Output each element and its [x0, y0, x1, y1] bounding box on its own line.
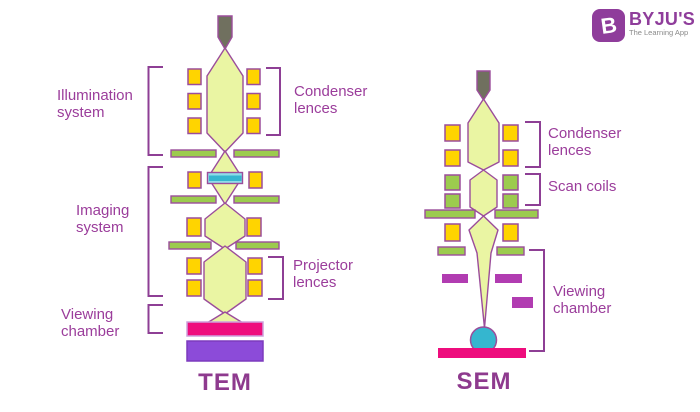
sem-stage: [438, 348, 526, 358]
sem-beam-condenser: [467, 98, 500, 171]
sem-electron-gun-icon: [476, 70, 491, 102]
tem-objective-coil: [187, 171, 202, 189]
tem-imaging-bracket: [147, 166, 163, 297]
sem-objective-coil: [502, 223, 519, 242]
tem-diagram: [147, 15, 284, 362]
tem-objective-coil: [248, 171, 263, 189]
tem-condenser-coil: [246, 92, 261, 110]
sem-scan-coil: [502, 174, 519, 191]
sem-condenser-coil: [502, 124, 519, 142]
sem-aperture-bar: [496, 246, 525, 256]
sem-condenser-bracket: [525, 121, 541, 168]
tem-condenser-coil: [187, 117, 202, 135]
tem-camera: [186, 340, 264, 362]
tem-imaging-system-label: Imaging system: [76, 202, 130, 236]
tem-projector-coil: [186, 279, 202, 297]
sem-scan-coils-label: Scan coils: [548, 178, 617, 195]
byjus-brand-name: BYJU'S: [629, 9, 696, 29]
sem-aperture-bar: [494, 209, 539, 219]
tem-condenser-bracket: [266, 67, 281, 136]
tem-projector-coil: [247, 279, 263, 297]
tem-aperture-bar: [170, 195, 217, 204]
tem-electron-gun-icon: [217, 15, 233, 51]
tem-projector-bracket: [268, 256, 284, 300]
sem-aperture-bar: [424, 209, 476, 219]
tem-condenser-coil: [187, 68, 202, 86]
tem-fluorescent-screen: [186, 321, 264, 337]
sem-condenser-lences-label: Condenser lences: [548, 125, 622, 159]
tem-viewing-chamber-label: Viewing chamber: [61, 306, 120, 340]
tem-aperture-bar: [168, 241, 212, 250]
sem-viewing-chamber-label: Viewing chamber: [553, 283, 612, 317]
sem-detector-bar: [495, 274, 522, 283]
byjus-logo-icon: B: [592, 9, 625, 42]
byjus-logo: B BYJU'S The Learning App: [592, 9, 695, 42]
sem-condenser-coil: [502, 149, 519, 167]
sem-scan-coil: [444, 174, 461, 191]
sem-scan-coil: [444, 193, 461, 209]
tem-aperture-bar: [233, 149, 280, 158]
tem-condenser-lences-label: Condenser lences: [294, 83, 368, 117]
sem-detector: [512, 297, 533, 308]
tem-illumination-system-label: Illumination system: [57, 87, 133, 121]
tem-illumination-bracket: [147, 66, 163, 156]
sem-scan-bracket: [525, 173, 541, 206]
sem-condenser-coil: [444, 124, 461, 142]
tem-aperture-bar: [235, 241, 280, 250]
sem-diagram: [424, 70, 545, 358]
sem-objective-coil: [444, 223, 461, 242]
tem-condenser-coil: [187, 92, 202, 110]
sem-beam-probe: [468, 215, 499, 329]
sem-beam-scan: [469, 169, 498, 217]
tem-aperture-bar: [233, 195, 280, 204]
byjus-logo-text: BYJU'S The Learning App: [629, 9, 695, 37]
sem-aperture-bar: [437, 246, 466, 256]
sem-scan-coil: [502, 193, 519, 209]
tem-condenser-coil: [246, 117, 261, 135]
sem-detector-bar: [442, 274, 468, 283]
sem-title: SEM: [456, 368, 512, 395]
tem-intermediate-coil: [246, 217, 262, 237]
tem-beam-projector: [203, 245, 247, 315]
byjus-brand-tagline: The Learning App: [629, 28, 689, 37]
byjus-logo-letter: B: [598, 11, 619, 39]
tem-projector-lences-label: Projector lences: [293, 257, 354, 291]
tem-projector-coil: [247, 257, 263, 275]
tem-beam-condenser: [206, 47, 244, 153]
tem-projector-coil: [186, 257, 202, 275]
tem-aperture-bar: [170, 149, 217, 158]
tem-viewing-bracket: [147, 304, 163, 334]
tem-title: TEM: [198, 369, 252, 396]
tem-intermediate-coil: [186, 217, 202, 237]
sem-condenser-coil: [444, 149, 461, 167]
tem-specimen: [209, 175, 242, 181]
tem-condenser-coil: [246, 68, 261, 86]
sem-viewing-bracket: [529, 249, 545, 352]
